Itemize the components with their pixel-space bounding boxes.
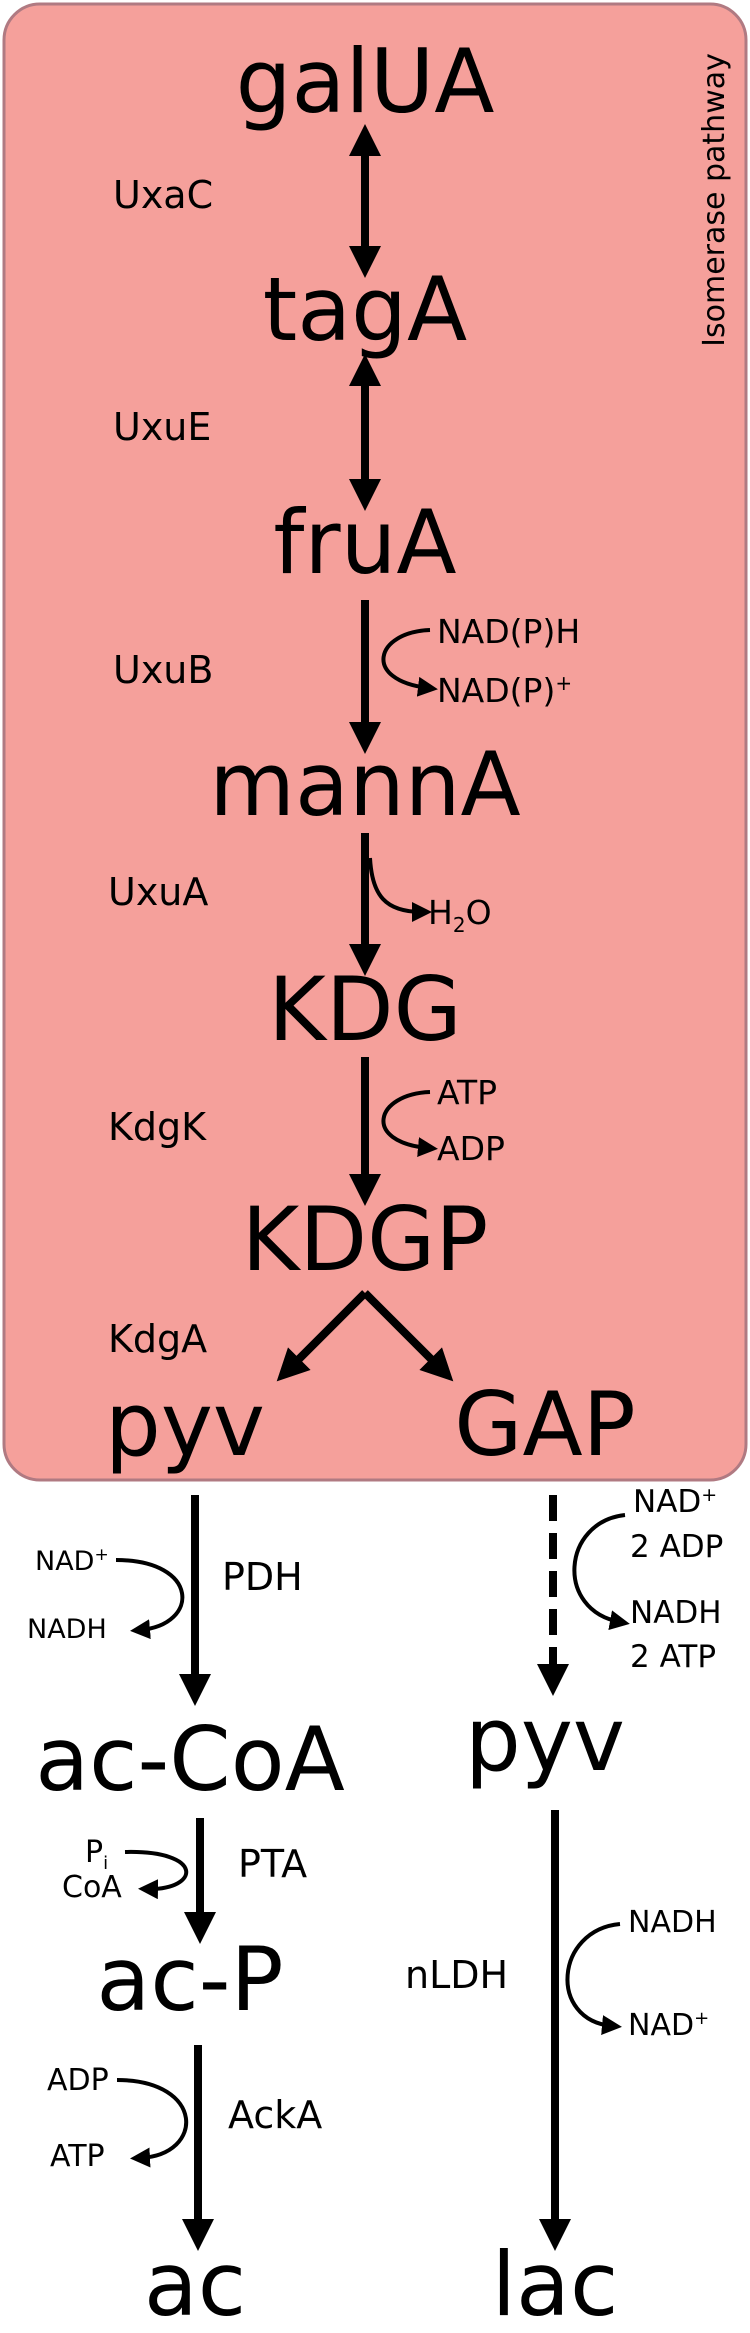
metabolite-manna: mannA bbox=[209, 733, 520, 836]
enzyme-kdga: KdgA bbox=[108, 1317, 207, 1361]
cofactor-nldh-in: NADH bbox=[628, 1905, 717, 1940]
side-arrow-pdh bbox=[115, 1558, 185, 1640]
enzyme-uxub: UxuB bbox=[113, 648, 213, 692]
enzyme-kdgk: KdgK bbox=[108, 1105, 207, 1149]
metabolite-frua: fruA bbox=[273, 491, 456, 594]
cofactor-nldh-out: NAD+ bbox=[628, 2008, 709, 2043]
metabolite-kdg: KDG bbox=[268, 958, 462, 1061]
metabolite-taga: tagA bbox=[263, 258, 468, 361]
isomerase-pathway-label: Isomerase pathway bbox=[697, 53, 732, 347]
metabolite-galua: galUA bbox=[236, 30, 495, 133]
metabolite-lac: lac bbox=[492, 2233, 619, 2333]
metabolite-gap: GAP bbox=[454, 1373, 635, 1476]
enzyme-pta: PTA bbox=[238, 1842, 307, 1886]
arrow-kdgp-gap bbox=[362, 1290, 454, 1382]
enzyme-pdh: PDH bbox=[222, 1555, 303, 1599]
arrow-kdgp-pyv bbox=[276, 1290, 368, 1382]
cofactor-h2o: H2O bbox=[428, 893, 492, 937]
metabolite-kdgp: KDGP bbox=[242, 1188, 489, 1291]
metabolite-pyv-right: pyv bbox=[465, 1688, 625, 1791]
cofactor-kdgk-out: ADP bbox=[437, 1129, 505, 1168]
metabolite-pyv-left: pyv bbox=[105, 1373, 265, 1476]
cofactor-gap-in1: NAD+ bbox=[633, 1484, 717, 1520]
side-arrow-uxua bbox=[368, 857, 432, 922]
cofactor-acka-out: ATP bbox=[50, 2139, 105, 2174]
cofactor-gap-in2: 2 ADP bbox=[630, 1529, 723, 1565]
cofactor-pta-out: CoA bbox=[62, 1870, 122, 1905]
enzyme-nldh: nLDH bbox=[405, 1953, 508, 1997]
cofactor-pta-in: Pi bbox=[85, 1835, 108, 1874]
side-arrow-pta bbox=[124, 1849, 188, 1900]
side-arrow-gap bbox=[572, 1513, 630, 1631]
metabolite-acp: ac-P bbox=[96, 1928, 283, 2031]
cofactor-pdh-out: NADH bbox=[27, 1614, 107, 1645]
cofactor-uxub-out: NAD(P)+ bbox=[437, 671, 572, 710]
side-arrow-uxub bbox=[381, 628, 438, 697]
cofactor-kdgk-in: ATP bbox=[437, 1073, 497, 1112]
cofactor-gap-out2: 2 ATP bbox=[630, 1639, 716, 1675]
enzyme-acka: AckA bbox=[228, 2093, 322, 2137]
metabolite-ac: ac bbox=[144, 2233, 246, 2333]
cofactor-pdh-in: NAD+ bbox=[35, 1545, 109, 1577]
metabolite-accoa: ac-CoA bbox=[35, 1708, 345, 1811]
enzyme-uxac: UxaC bbox=[113, 173, 213, 217]
enzyme-uxue: UxuE bbox=[113, 405, 211, 449]
side-arrow-kdgk bbox=[381, 1090, 438, 1158]
side-arrow-acka bbox=[116, 2078, 189, 2168]
cofactor-uxub-in: NAD(P)H bbox=[437, 612, 580, 651]
cofactor-gap-out1: NADH bbox=[630, 1595, 722, 1631]
side-arrow-nldh bbox=[565, 1922, 622, 2036]
enzyme-uxua: UxuA bbox=[108, 870, 208, 914]
cofactor-acka-in: ADP bbox=[47, 2063, 109, 2098]
